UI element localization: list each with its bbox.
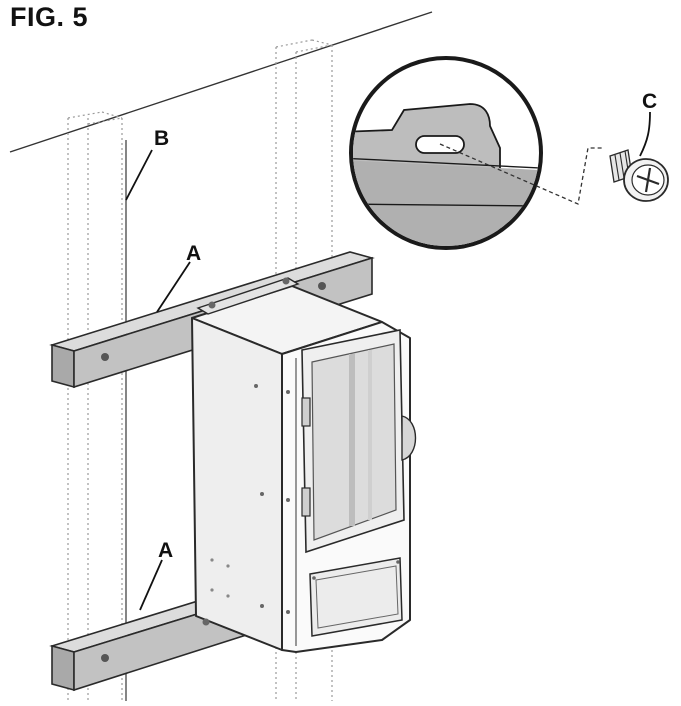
- enclosure: [191, 277, 417, 653]
- screw-insertion-path: [439, 143, 602, 205]
- leader-line-a-lower: [139, 559, 163, 611]
- window-hinge: [301, 487, 311, 517]
- stud-left: [67, 111, 123, 701]
- detail-view: [349, 56, 543, 250]
- window-latch: [401, 415, 417, 461]
- screw-icon: [609, 149, 669, 202]
- window-hinge: [301, 397, 311, 427]
- rail-screw-hole: [101, 654, 109, 662]
- rail-screw-hole: [101, 353, 109, 361]
- flange-screw: [208, 301, 216, 309]
- rail-screw-hole: [318, 282, 326, 290]
- callout-a-upper: A: [186, 242, 201, 265]
- leader-line-a-upper: [156, 261, 191, 313]
- leader-line-b: [125, 149, 153, 201]
- callout-b: B: [154, 127, 169, 150]
- figure-title: FIG. 5: [10, 2, 89, 32]
- callout-c: C: [642, 90, 657, 113]
- bottom-flange-screw: [202, 618, 210, 626]
- wall-top-edge: [9, 11, 433, 153]
- flange-screw: [282, 277, 290, 285]
- callout-a-lower: A: [158, 539, 173, 562]
- leader-line-c: [639, 111, 651, 157]
